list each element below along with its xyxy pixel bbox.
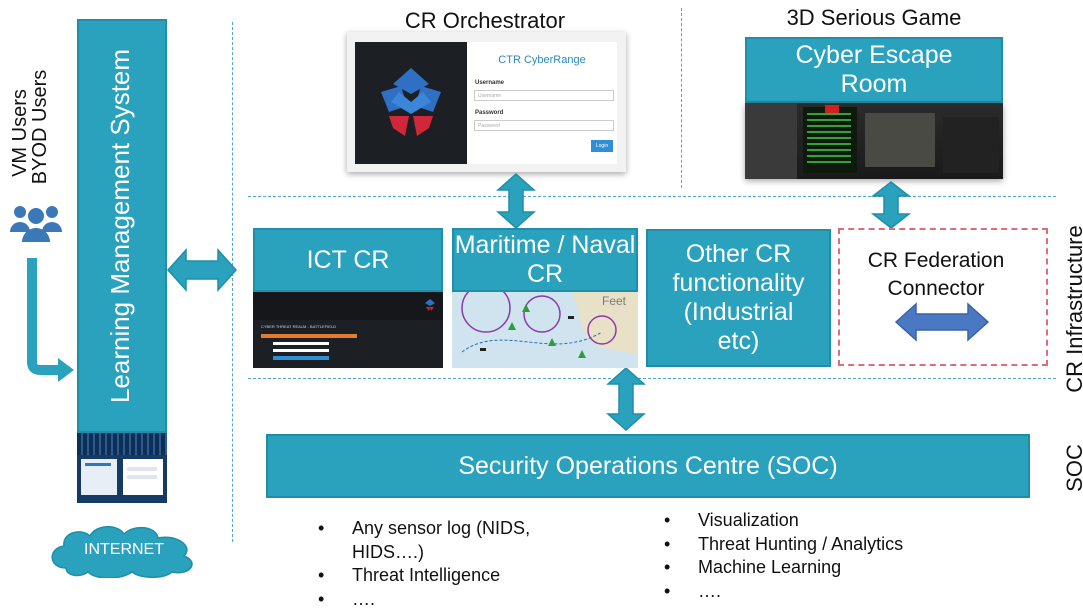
map-label: Feet: [602, 294, 626, 308]
soc-inputs-list: Any sensor log (NIDS, HIDS….) Threat Int…: [318, 517, 578, 611]
lms-cr-double-arrow: [166, 247, 238, 293]
list-item: Any sensor log (NIDS, HIDS….): [318, 517, 532, 564]
list-item: Visualization: [664, 509, 964, 533]
internet-label: INTERNET: [44, 538, 204, 562]
login-panel: CTR CyberRange Username Username Passwor…: [467, 42, 617, 164]
soc-capabilities-list: Visualization Threat Hunting / Analytics…: [664, 509, 964, 603]
ict-logo-icon: [423, 298, 437, 312]
serious-game-title: 3D Serious Game: [745, 5, 1003, 31]
soc-box[interactable]: Security Operations Centre (SOC): [266, 434, 1030, 498]
orchestrator-cr-arrow: [496, 172, 536, 230]
list-item: Machine Learning: [664, 556, 964, 580]
orchestrator-title: CR Orchestrator: [350, 8, 620, 34]
ict-cr-screenshot: CYBER THREAT REALM - BATTLEFIELD: [253, 292, 443, 368]
federation-double-arrow: [894, 302, 990, 342]
username-label: Username: [475, 80, 504, 86]
maritime-map-screenshot: Feet: [452, 292, 638, 368]
cr-infra-bottom-line: [248, 378, 1056, 379]
cr-infrastructure-label: CR Infrastructure: [1062, 219, 1083, 399]
soc-side-label: SOC: [1062, 438, 1083, 498]
federation-label: CR Federation Connector: [848, 246, 1024, 304]
ict-cr-box[interactable]: ICT CR: [253, 228, 443, 292]
list-item: ….: [318, 588, 578, 611]
list-item: Threat Hunting / Analytics: [664, 533, 964, 557]
cr-infra-top-line: [248, 196, 1056, 197]
orchestrator-logo-panel: [355, 42, 467, 164]
users-icon: [8, 200, 64, 244]
orchestrator-screenshot: CTR CyberRange Username Username Passwor…: [347, 32, 626, 172]
cyber-escape-room-box[interactable]: Cyber Escape Room: [745, 37, 1003, 103]
lms-screenshot: [77, 433, 167, 503]
lms-label: Learning Management System: [105, 19, 135, 433]
federation-connector-box[interactable]: CR Federation Connector: [838, 228, 1048, 366]
byod-users-label: BYOD Users: [29, 67, 51, 187]
ict-screen-text: CYBER THREAT REALM - BATTLEFIELD: [261, 324, 336, 329]
users-to-lms-arrow: [8, 254, 78, 384]
other-cr-box[interactable]: Other CR functionality (Industrial etc): [646, 229, 831, 367]
top-separator-line: [681, 8, 682, 188]
escape-room-screenshot: [745, 103, 1003, 179]
list-item: Threat Intelligence: [318, 564, 578, 588]
ctr-logo-icon: [371, 62, 451, 142]
game-federation-arrow: [871, 180, 911, 230]
list-item: ….: [664, 580, 964, 604]
username-input[interactable]: Username: [474, 90, 614, 101]
password-input[interactable]: Password: [474, 120, 614, 131]
maritime-cr-box[interactable]: Maritime / Naval CR: [452, 228, 638, 292]
internet-cloud: INTERNET: [44, 522, 204, 578]
vm-users-label: VM Users: [9, 73, 31, 193]
password-label: Password: [475, 110, 503, 116]
cr-soc-arrow: [606, 366, 646, 432]
login-button[interactable]: Login: [591, 140, 613, 152]
lms-box[interactable]: Learning Management System: [77, 19, 167, 433]
login-brand: CTR CyberRange: [467, 54, 617, 66]
